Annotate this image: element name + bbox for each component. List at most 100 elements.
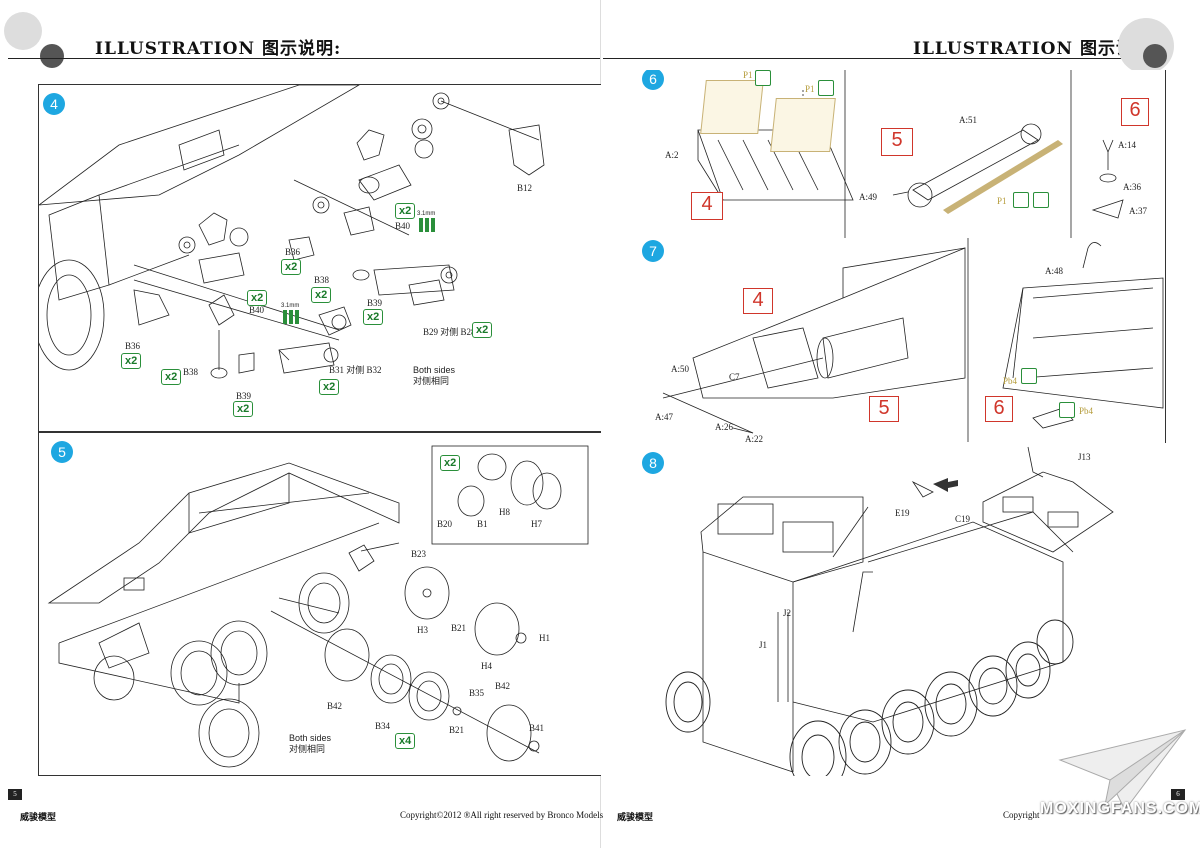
part-label-h4: H4: [481, 661, 492, 671]
step-4-badge: 4: [43, 93, 65, 115]
part-label-a37: A:37: [1129, 206, 1147, 216]
part-label-p1: P1: [805, 84, 815, 94]
quantity-badge: x2: [121, 353, 142, 369]
part-label-p1: P1: [997, 196, 1007, 206]
header-decoration-circle-light: [1118, 18, 1174, 74]
reference-box-4: 4: [743, 288, 773, 314]
part-label-b39: B39: [236, 391, 252, 401]
bend-icon: [1033, 192, 1049, 208]
footer-copyright: Copyright: [1003, 810, 1040, 820]
footer-brand: 威骏模型: [20, 812, 57, 822]
part-label-b38: B38: [183, 367, 199, 377]
footer-copyright: Copyright©2012 ®All right reserved by Br…: [400, 810, 604, 820]
part-label-a14: A:14: [1118, 140, 1136, 150]
part-label-b39: B39: [367, 298, 383, 308]
step-8-badge: 8: [642, 452, 664, 474]
part-label-h8: H8: [499, 507, 510, 517]
quantity-badge: x2: [233, 401, 254, 417]
part-label-a51: A:51: [959, 115, 977, 125]
photo-etch-sheet: [700, 80, 764, 134]
page-number: 5: [8, 789, 22, 800]
part-label-b42: B42: [495, 681, 511, 691]
part-label-a2: A:2: [665, 150, 679, 160]
both-sides-note-en: Both sides: [413, 365, 456, 375]
left-page: ILLUSTRATION 图示说明:: [4, 0, 604, 848]
dimension-note: 3.1mm: [281, 303, 300, 309]
paper-plane-watermark-icon: [1058, 729, 1187, 811]
part-label-c19: C19: [955, 514, 971, 524]
quantity-badge: x2: [472, 322, 493, 338]
part-label-a26: A:26: [715, 422, 733, 432]
part-label-b40: B40: [395, 221, 411, 231]
part-label-c7: C7: [729, 372, 740, 382]
page-header-title: ILLUSTRATION 图示说明:: [913, 39, 1160, 59]
part-label-j2: J2: [783, 608, 792, 618]
quantity-badge: x4: [395, 733, 416, 749]
quantity-badge: x2: [319, 379, 340, 395]
part-label-h1: H1: [539, 633, 550, 643]
part-label-b41: B41: [529, 723, 545, 733]
part-label-p1: P1: [743, 70, 753, 80]
header-rule: [603, 58, 1123, 59]
header-decoration-circle-dark: [1143, 44, 1167, 68]
bend-icon: [1059, 402, 1075, 418]
quantity-badge: x2: [440, 455, 461, 471]
step-8-panel: 8 J13 E19 C19 J2 J1: [603, 442, 1165, 776]
part-label-b40: B40: [249, 305, 265, 315]
part-label-b38: B38: [314, 275, 330, 285]
part-label-a50: A:50: [671, 364, 689, 374]
part-label-e19: E19: [895, 508, 910, 518]
watermark-text: MOXINGFANS.COM: [1040, 800, 1200, 817]
part-label-b42: B42: [327, 701, 343, 711]
reference-box-5: 5: [881, 128, 913, 156]
step-6-badge: 6: [642, 70, 664, 90]
part-label-b31-b32: B31 对侧 B32: [329, 365, 382, 375]
part-label-b21: B21: [451, 623, 467, 633]
page-number: 6: [1171, 789, 1185, 800]
step-5-drawing: [47, 445, 589, 768]
photo-etch-sheet: [770, 98, 836, 152]
part-label-h3: H3: [417, 625, 428, 635]
page-header-title: ILLUSTRATION 图示说明:: [95, 39, 342, 59]
part-label-pb4: Pb4: [1079, 406, 1094, 416]
step-6-panel: 6 P1 P1 A:2 4 5 A:51 A:49 P1 6 A:14 A:36…: [603, 70, 1166, 239]
part-label-b36: B36: [125, 341, 141, 351]
part-label-b12: B12: [517, 183, 533, 193]
both-sides-note-en: Both sides: [289, 733, 332, 743]
right-page: ILLUSTRATION 图示说明:: [603, 0, 1200, 848]
bend-icon: [818, 80, 834, 96]
part-label-b35: B35: [469, 688, 485, 698]
arrow-down-icon: [1013, 192, 1029, 208]
part-label-b21: B21: [449, 725, 465, 735]
step-5-badge: 5: [51, 441, 73, 463]
part-label-b34: B34: [375, 721, 391, 731]
step-4-panel: 4 B12 B40 B36 B38 B39 B29 对侧 B28 B40 B36…: [38, 84, 601, 432]
part-label-b36: B36: [285, 247, 301, 257]
header-decoration-circle-light: [4, 12, 42, 50]
both-sides-note-cn: 对侧相同: [289, 744, 326, 754]
part-label-b1: B1: [477, 519, 488, 529]
part-label-b23: B23: [411, 549, 427, 559]
part-label-a49: A:49: [859, 192, 877, 202]
reference-box-6: 6: [985, 396, 1013, 422]
part-label-a22: A:22: [745, 434, 763, 443]
step-4-drawing: [39, 85, 545, 379]
header-rule: [8, 58, 600, 59]
part-label-h7: H7: [531, 519, 542, 529]
quantity-badge: x2: [363, 309, 384, 325]
part-label-b29-b28: B29 对侧 B28: [423, 327, 476, 337]
part-label-j13: J13: [1078, 452, 1091, 462]
quantity-badge: x2: [161, 369, 182, 385]
bend-icon: [755, 70, 771, 86]
step-5-panel: 5 x2 B20 B1 H8 H7 B23 H3 B21 H1 H4 B42 B…: [38, 432, 601, 776]
part-label-j1: J1: [759, 640, 768, 650]
quantity-badge: x2: [311, 287, 332, 303]
quantity-badge: x2: [395, 203, 416, 219]
reference-box-4: 4: [691, 192, 723, 220]
part-label-a36: A:36: [1123, 182, 1141, 192]
part-label-a47: A:47: [655, 412, 673, 422]
quantity-badge: x2: [247, 290, 268, 306]
dimension-note: 3.1mm: [417, 211, 436, 217]
part-label-a48: A:48: [1045, 266, 1063, 276]
footer-brand: 威骏模型: [617, 812, 654, 822]
